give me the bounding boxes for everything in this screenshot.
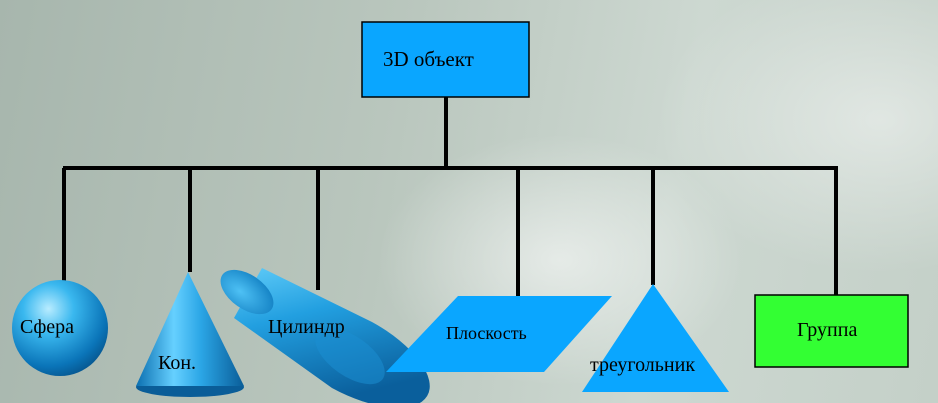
cylinder-label: Цилиндр [268, 316, 345, 338]
triangle-shape [582, 284, 729, 392]
cone-label: Кон. [158, 352, 197, 374]
plane-label: Плоскость [446, 323, 527, 343]
sphere-label: Сфера [20, 316, 75, 338]
root-label: 3D объект [383, 47, 474, 71]
triangle-label: треугольник [590, 354, 696, 376]
sphere-shape [12, 280, 108, 376]
group-label: Группа [797, 319, 858, 341]
cone-shape [136, 272, 244, 397]
cylinder-shape [220, 268, 430, 403]
root-node [361, 21, 530, 98]
group-node [754, 294, 909, 368]
plane-shape [386, 296, 612, 372]
connector-lines [62, 97, 838, 296]
